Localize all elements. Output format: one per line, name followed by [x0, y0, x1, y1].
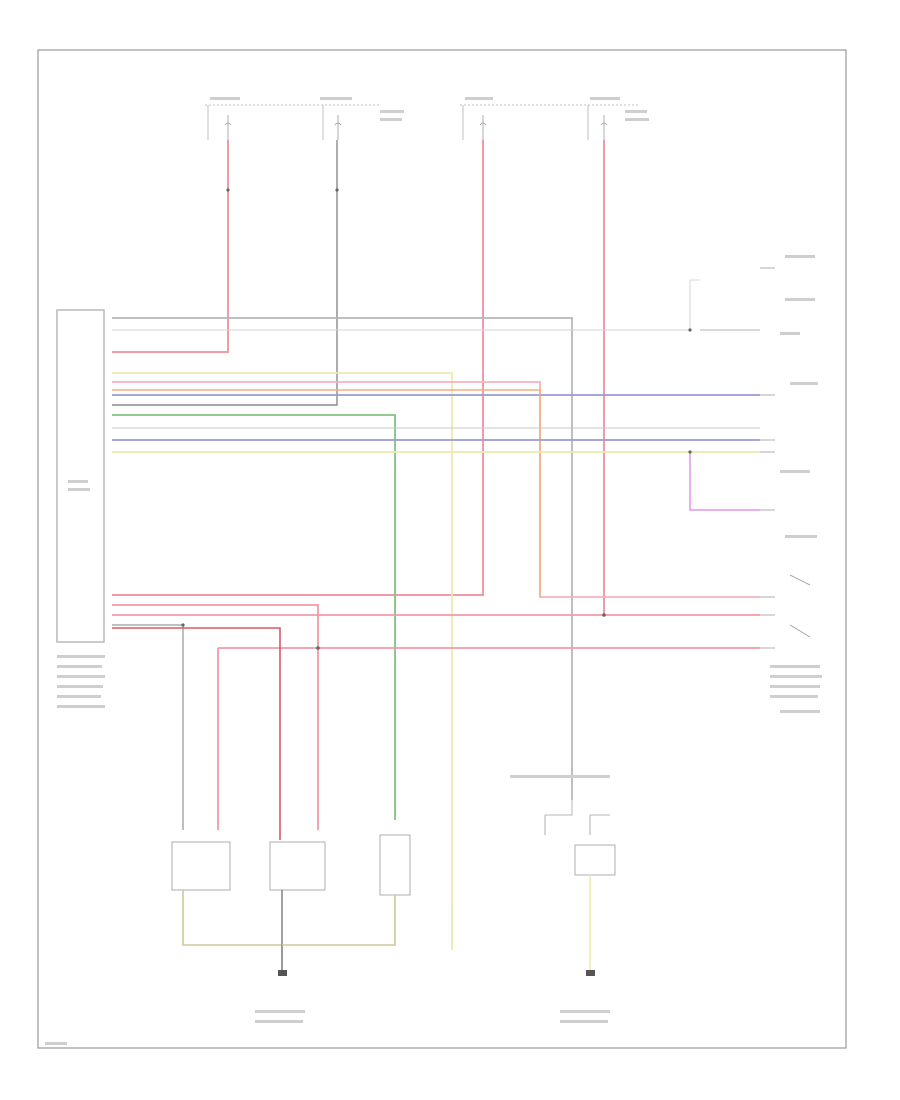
ground-right	[586, 970, 595, 976]
ground-bus-left	[182, 890, 283, 970]
fuse-symbols	[224, 115, 608, 140]
relay-left	[171, 841, 231, 891]
label-marks	[45, 97, 822, 1045]
harness-wires	[112, 279, 760, 950]
wire-yellow-1	[112, 372, 453, 950]
bottom-components	[171, 815, 616, 896]
ground-wires	[182, 800, 610, 970]
relay-right	[379, 834, 411, 896]
splice-dots	[181, 188, 692, 650]
wire-gray-light	[112, 279, 700, 331]
wire-gray-3	[112, 624, 184, 830]
diagram-frame	[37, 49, 847, 1049]
switch-right	[574, 844, 616, 876]
wire-orange-1	[112, 389, 541, 597]
wire-gray-top	[112, 317, 573, 800]
feed-wire-red-2	[112, 140, 484, 596]
fuse-bus-lines	[205, 104, 640, 140]
relay-middle	[269, 841, 326, 891]
wire-green-1	[112, 414, 396, 820]
feed-wires	[112, 140, 605, 615]
feed-wire-red-1	[112, 140, 229, 353]
feed-wire-gray-1	[112, 140, 338, 406]
control-module	[56, 309, 105, 643]
ground-left	[278, 970, 287, 976]
wire-red-7	[112, 627, 281, 840]
ground-symbols	[278, 970, 595, 976]
right-connectors	[700, 267, 811, 649]
wire-magenta	[689, 452, 760, 511]
wire-pink-2	[112, 604, 319, 830]
